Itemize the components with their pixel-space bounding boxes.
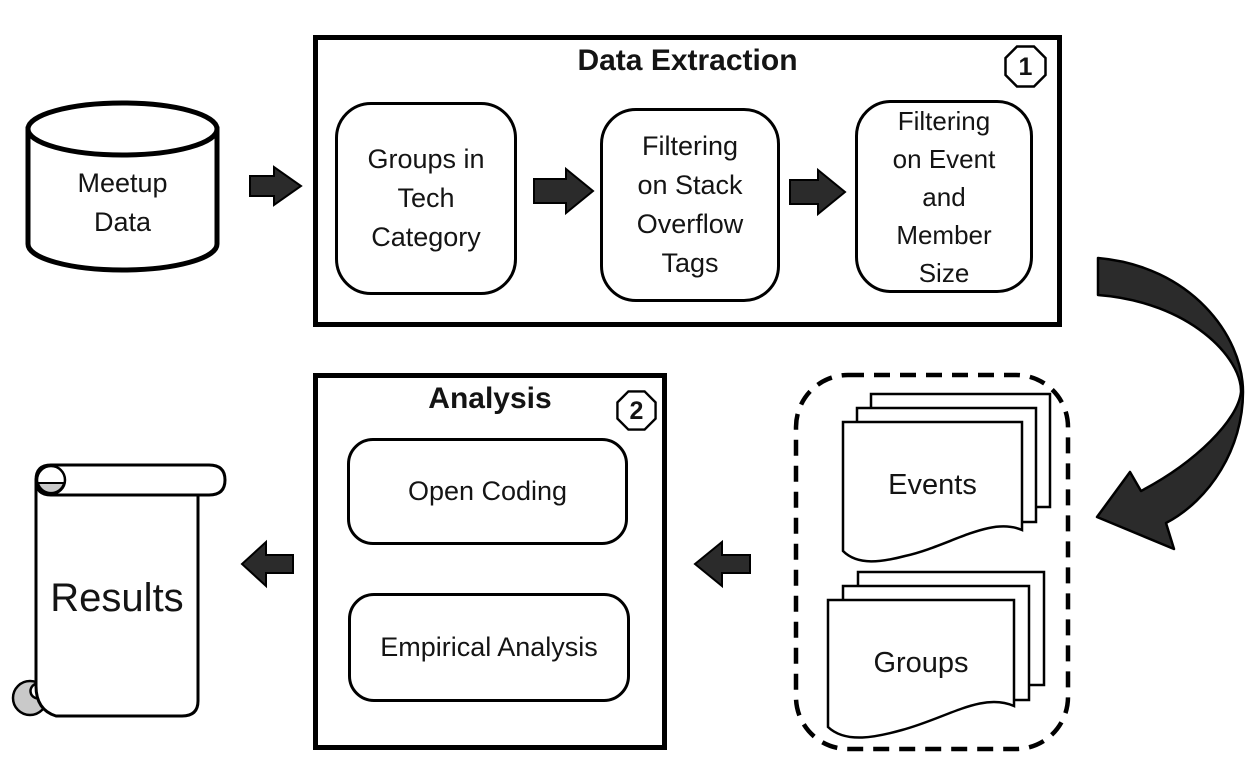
arrow-step2-to-step3-icon [789, 167, 847, 217]
datasets-dashed-container [793, 372, 1071, 752]
step-empirical-analysis: Empirical Analysis [348, 593, 630, 702]
step-open-coding: Open Coding [347, 438, 628, 545]
events-documents-icon [841, 392, 1052, 563]
data-extraction-title: Data Extraction [577, 44, 798, 77]
octagon-icon [616, 390, 657, 431]
step-filtering-stack-overflow-tags: Filtering on Stack Overflow Tags [600, 108, 780, 302]
database-cylinder-icon [25, 100, 220, 273]
arrow-step1-to-step2-icon [533, 166, 595, 216]
arrow-source-to-extraction-icon [249, 165, 303, 207]
octagon-icon [1004, 45, 1047, 88]
badge-2-number: 2 [629, 397, 644, 425]
results-scroll-icon [11, 463, 227, 718]
groups-documents-icon [826, 570, 1046, 739]
analysis-box: Analysis [313, 373, 667, 750]
arrow-datasets-to-analysis-icon [693, 539, 751, 589]
step-number-badge-2: 2 [616, 390, 657, 431]
curved-arrow-extraction-to-datasets-icon [1095, 256, 1245, 551]
analysis-title: Analysis [428, 382, 552, 415]
step-groups-in-tech-category: Groups in Tech Category [335, 102, 517, 295]
step-filtering-event-member-size: Filtering on Event and Member Size [855, 100, 1033, 293]
badge-1-number: 1 [1018, 53, 1033, 81]
step-number-badge-1: 1 [1004, 45, 1047, 88]
data-extraction-box: Data Extraction [313, 35, 1062, 327]
arrow-analysis-to-results-icon [240, 539, 294, 589]
